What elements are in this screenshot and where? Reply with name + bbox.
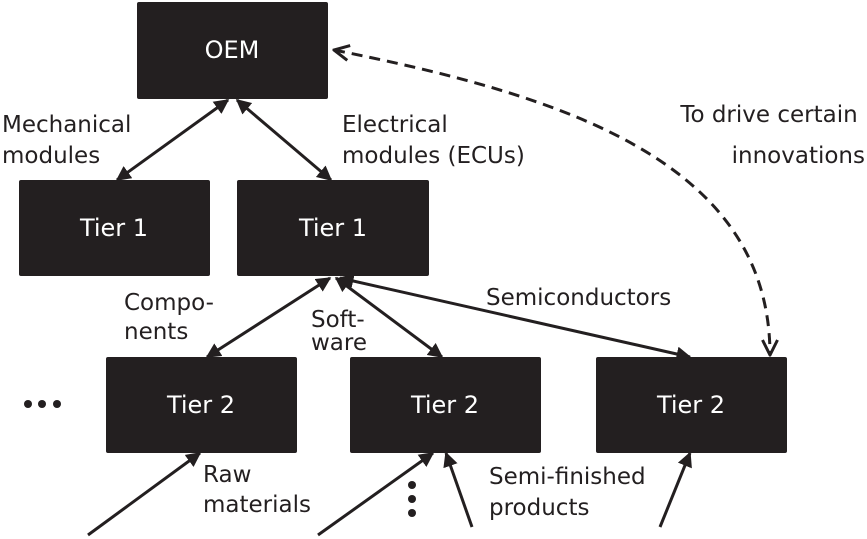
node-tier1-mechanical: Tier 1 [19, 180, 210, 276]
edge-tier1-components [205, 276, 332, 359]
node-tier2-left: Tier 2 [106, 357, 297, 453]
label-electrical-modules: Electrical modules (ECUs) [342, 112, 525, 169]
label-mechanical-modules: Mechanical modules [2, 112, 139, 169]
edge-semifinished-in [658, 451, 692, 528]
label-raw-materials: Raw materials [203, 462, 311, 518]
node-tier2-middle: Tier 2 [350, 357, 541, 453]
ellipsis-vertical [408, 481, 416, 517]
edge-tier2-mid-in-a [317, 451, 435, 537]
label-drive-innovations: To drive certain innovations [679, 102, 865, 169]
node-oem-label: OEM [205, 36, 260, 64]
edge-raw-materials-in [87, 451, 202, 537]
node-tier2-left-label: Tier 2 [166, 391, 235, 419]
node-tier1-electrical-label: Tier 1 [298, 214, 367, 242]
edge-tier2-mid-in-b [443, 451, 474, 528]
edge-innovation-dashed [334, 50, 770, 355]
node-tier2-middle-label: Tier 2 [410, 391, 479, 419]
ellipsis-horizontal [24, 400, 61, 408]
node-tier1-mechanical-label: Tier 1 [79, 214, 148, 242]
node-tier1-electrical: Tier 1 [237, 180, 429, 276]
edge-oem-tier1-mech [115, 98, 230, 182]
node-oem: OEM [137, 2, 328, 99]
node-tier2-right-label: Tier 2 [656, 391, 725, 419]
label-semi-finished-products: Semi-finished products [489, 464, 653, 521]
label-semiconductors: Semiconductors [486, 285, 671, 311]
edge-oem-tier1-elec [235, 98, 333, 182]
node-tier2-right: Tier 2 [596, 357, 787, 453]
label-components: Compo- nents [124, 290, 221, 345]
label-software: Soft- ware [311, 307, 372, 356]
